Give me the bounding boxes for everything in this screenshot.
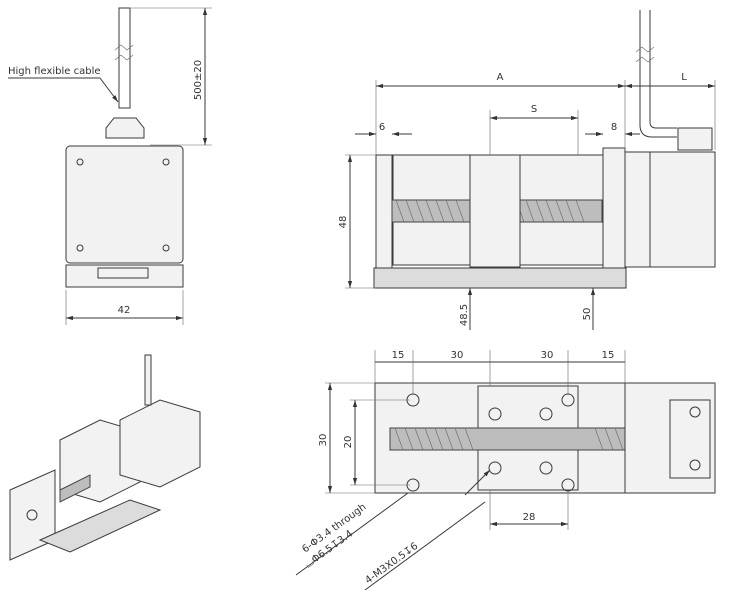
front-view: 42 500±20 High flexible cable bbox=[8, 7, 212, 325]
motor bbox=[624, 151, 716, 268]
note-threads: 4-M3X0.5↧6 bbox=[363, 541, 420, 587]
dim-6: 6 bbox=[379, 122, 385, 133]
cable-gland bbox=[105, 117, 145, 139]
dim-15-left: 15 bbox=[392, 350, 405, 361]
cable bbox=[118, 7, 131, 109]
dim-15-right: 15 bbox=[602, 350, 615, 361]
dim-L: L bbox=[681, 72, 687, 83]
top-view: 15 30 30 15 30 20 28 6-Φ3.4 through ⌴Φ6.… bbox=[295, 350, 716, 591]
iso-motor bbox=[119, 399, 201, 488]
motor-face bbox=[65, 145, 184, 264]
dim-28: 28 bbox=[523, 512, 536, 523]
dim-48-5: 48.5 bbox=[459, 304, 470, 326]
carriage bbox=[469, 154, 521, 268]
dim-48: 48 bbox=[338, 216, 349, 229]
dim-8: 8 bbox=[611, 122, 617, 133]
dim-30-a: 30 bbox=[451, 350, 464, 361]
base bbox=[65, 264, 184, 288]
dim-30-b: 30 bbox=[541, 350, 554, 361]
side-view: A L S 6 8 48 48.5 50 bbox=[338, 10, 716, 330]
dim-width: 42 bbox=[118, 305, 131, 316]
dim-A: A bbox=[497, 72, 504, 83]
cable-label: High flexible cable bbox=[8, 66, 101, 77]
dim-cable-length: 500±20 bbox=[193, 60, 204, 100]
isometric-view bbox=[9, 354, 201, 561]
dim-30-vert: 30 bbox=[318, 434, 329, 447]
dim-50: 50 bbox=[582, 308, 593, 321]
dim-S: S bbox=[531, 104, 537, 115]
base-plate bbox=[373, 267, 627, 289]
dim-20-vert: 20 bbox=[343, 436, 354, 449]
